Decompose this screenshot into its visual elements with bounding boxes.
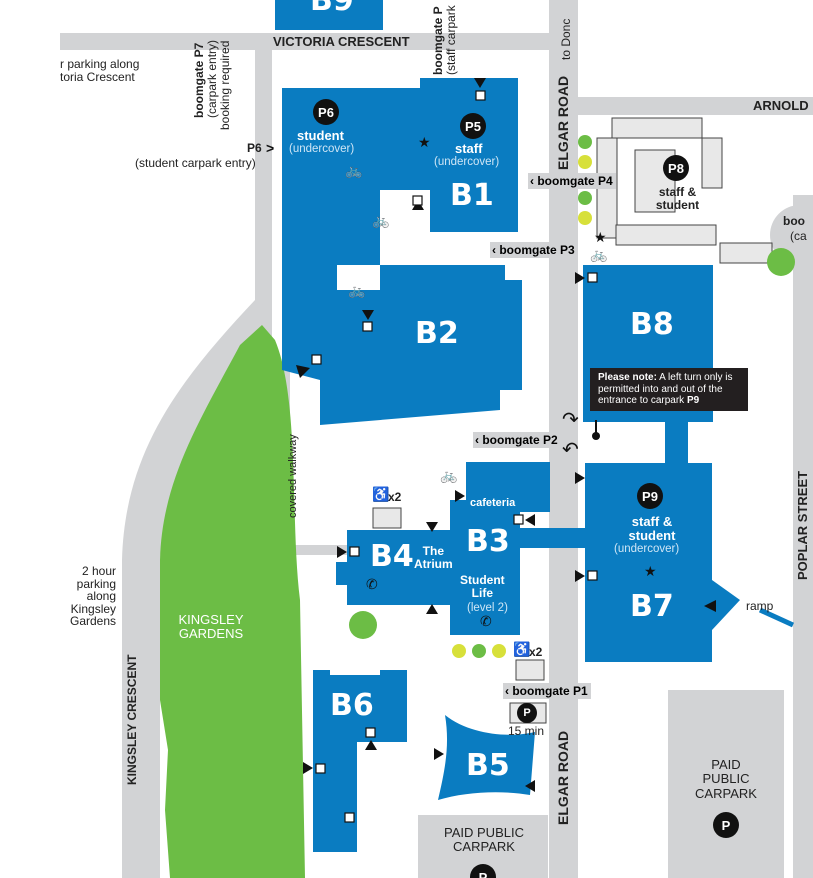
bicycle-icon: 🚲 [348,282,366,298]
building-b5-shape [438,715,535,800]
carpark-p6-badge: P6 [313,99,339,125]
building-b3-label: B3 [466,524,510,559]
road-label-arnold: ARNOLD [753,98,809,113]
accessible-icon: ♿ [513,641,531,657]
boomgate-p3: ‹ boomgate P3 [490,242,578,258]
boomgate-p1: ‹ boomgate P1 [503,683,591,699]
road-label-poplar-street: POPLAR STREET [795,470,810,580]
building-b6-shape [313,670,407,852]
building-b7-shape [585,463,740,662]
p6-entry-sub: (student carpark entry) [135,156,256,170]
chevron-right-icon: > [266,140,275,156]
accessible-icon: ♿ [372,486,390,502]
boomgate-right-label: boo [783,214,805,228]
building-b4-shape [336,530,465,605]
short-term-parking-icon: P [517,703,537,723]
boomgate-p5-sub: (staff carpark [444,5,458,75]
paid-carpark-right [668,690,784,878]
poplar-street-road [793,195,813,878]
atrium-label: The Atrium [414,544,453,571]
short-term-parking-label: 15 min [508,724,545,738]
phone-icon: ✆ [480,613,492,629]
paid-carpark-right-label: PAID PUBLIC CARPARK [695,757,757,801]
carpark-p9-badge: P9 [637,483,663,509]
road-label-to-doncaster: to Donc [559,18,573,60]
boomgate-p2: ‹ boomgate P2 [473,432,561,448]
student-life-label: Student Life [460,573,505,600]
carpark-p5-badge: P5 [460,113,486,139]
boomgate-p3-label: boomgate P3 [499,243,575,257]
arnold-road [578,97,813,115]
left-turn-arrow-icon: ↷ [562,409,579,431]
left-turn-note: Please note: A left turn only is permitt… [590,368,748,411]
road-label-elgar-road: ELGAR ROAD [555,75,571,170]
kingsley-parking-note: 2 hour parking along Kingsley Gardens [70,564,117,629]
carpark-p9-sub: (undercover) [614,543,680,555]
road-label-kingsley-crescent: KINGSLEY CRESCENT [125,654,139,785]
road-label-elgar-road-lower: ELGAR ROAD [555,730,571,825]
boomgate-p2-label: boomgate P2 [482,433,558,447]
building-b9-label: B9 [310,0,354,18]
student-life-level: (level 2) [467,602,508,614]
entrance-markers [296,78,716,792]
p6-entry-label: P6 [247,141,262,155]
note-heading: Please note: [598,372,657,383]
boomgate-p4: ‹ boomgate P4 [528,173,616,189]
boomgate-p7-label: boomgate P7 [192,42,206,118]
bicycle-icon: 🚲 [440,467,458,483]
victoria-crescent-road [60,33,560,50]
note-text: A left turn only is permitted into and o… [598,372,733,406]
kingsley-gardens [160,325,305,878]
carpark-p5-label: staff [455,141,483,156]
building-b1-shape [282,78,518,265]
building-b7-label: B7 [630,589,674,624]
building-b9-shape [275,0,383,30]
covered-walkway-label: covered walkway [287,434,299,518]
boomgate-p1-label: boomgate P1 [512,684,588,698]
kingsley-gardens-text: KINGSLEY GARDENS [178,612,244,642]
carpark-p8-badge: P8 [663,155,689,181]
carpark-p6-sub: (undercover) [289,143,355,155]
building-b3-shape [450,462,550,635]
parking-icon: P [470,864,496,878]
carpark-p5-sub: (undercover) [434,156,500,168]
boomgate-p5-label: boomgate P [431,6,445,75]
star-icon: ★ [644,563,657,579]
parking-icon: P [713,812,739,838]
carpark-p6-label: student [297,128,344,143]
trees [349,135,795,658]
bicycle-icon: 🚲 [372,212,390,228]
left-turn-arrow-icon: ↶ [562,439,579,461]
kingsley-crescent-road [122,300,272,878]
boomgate-p7-booking: booking required [218,40,232,130]
victoria-parking-note: r parking along toria Crescent [60,57,140,84]
star-icon: ★ [418,134,431,150]
accessible-count: x2 [529,645,543,659]
carpark-p9-label: staff & student [628,514,676,543]
accessible-count: x2 [388,490,402,504]
inner-road [255,50,272,370]
phone-icon: ✆ [366,576,378,592]
carpark-p8-label: staff & student [655,185,700,212]
building-b5-label: B5 [466,748,510,783]
bicycle-icon: 🚲 [345,162,363,178]
building-b8-label: B8 [630,307,674,342]
star-icon: ★ [594,229,607,245]
building-b1-label: B1 [450,178,494,213]
note-code: P9 [686,395,700,406]
building-b2-label: B2 [415,316,459,351]
paid-carpark-bottom-label: PAID PUBLIC CARPARK [444,825,524,855]
building-b4-label: B4 [370,539,414,574]
bicycle-icon: 🚲 [590,246,608,262]
road-label-victoria-crescent: VICTORIA CRESCENT [273,34,410,49]
boomgate-p4-label: boomgate P4 [537,174,613,188]
boomgate-right-sub: (ca [790,229,807,243]
cafeteria-label: cafeteria [470,497,516,509]
building-b6-label: B6 [330,688,374,723]
ramp-label: ramp [746,599,774,613]
boomgate-p7-sub: (carpark entry) [205,39,219,118]
kingsley-gardens-label: KINGSLEY GARDENS [176,612,246,642]
building-b2-shape [282,160,522,425]
